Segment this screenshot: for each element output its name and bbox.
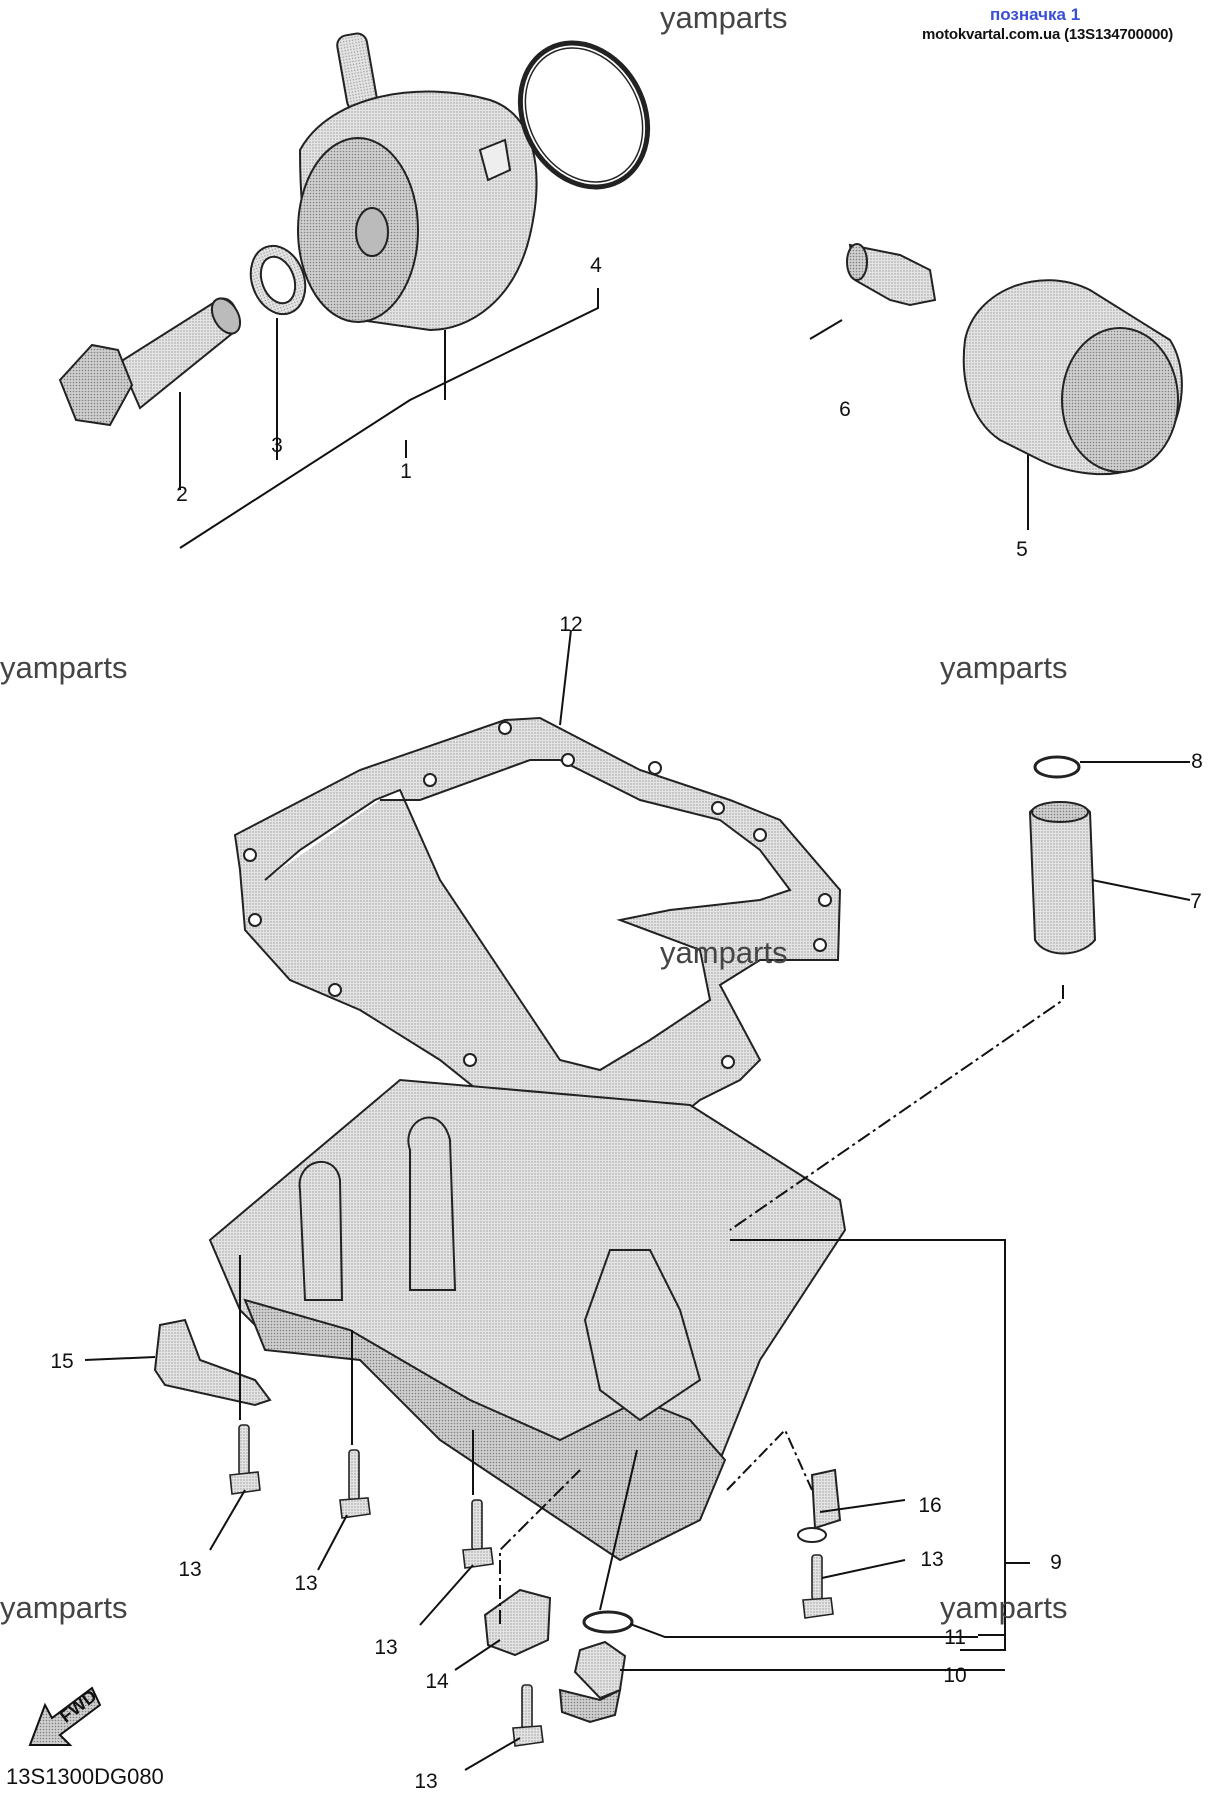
plate-part <box>483 1588 552 1657</box>
diagram-code: 13S1300DG080 <box>6 1764 164 1789</box>
callout-15: 15 <box>50 1350 74 1373</box>
leader-lines <box>84 288 1191 1771</box>
callout-5: 5 <box>1016 538 1028 561</box>
drain-washer-part <box>582 1610 634 1634</box>
large-o-ring-part <box>517 40 651 190</box>
oil-pan-part <box>208 1078 847 1562</box>
callout-13-c: 13 <box>374 1636 398 1659</box>
callout-2: 2 <box>176 483 188 506</box>
callout-14: 14 <box>425 1670 449 1693</box>
callout-8: 8 <box>1191 750 1203 773</box>
header-site: motokvartal.com.ua (13S134700000) <box>922 26 1174 43</box>
callout-6: 6 <box>839 398 851 421</box>
bracket-part <box>153 1318 272 1407</box>
watermark-left-mid: yamparts <box>0 650 128 685</box>
oil-pan-gasket-part <box>233 716 842 1142</box>
union-bolt-part <box>58 297 242 427</box>
forward-arrow-icon <box>28 1686 102 1746</box>
callout-11: 11 <box>944 1626 966 1649</box>
callout-13-d: 13 <box>920 1548 944 1571</box>
o-ring-small-part <box>1033 755 1081 779</box>
callout-12: 12 <box>559 613 583 636</box>
drain-plug-part <box>558 1640 627 1724</box>
callout-4: 4 <box>590 254 602 277</box>
watermark-center: yamparts <box>660 935 788 970</box>
bolt-parts <box>229 1424 834 1747</box>
callout-13-a: 13 <box>178 1558 202 1581</box>
callout-13-b: 13 <box>294 1572 318 1595</box>
watermark-right-low: yamparts <box>940 1590 1068 1625</box>
callout-1: 1 <box>400 460 412 483</box>
callout-16: 16 <box>918 1494 942 1517</box>
callout-9: 9 <box>1050 1551 1062 1574</box>
callout-7: 7 <box>1190 890 1202 913</box>
washer-part <box>249 244 307 316</box>
watermark-left-low: yamparts <box>0 1590 128 1625</box>
watermark-right-mid: yamparts <box>940 650 1068 685</box>
watermark-top: yamparts <box>660 0 788 35</box>
filter-fitting-part <box>846 243 937 307</box>
clip-part <box>797 1468 842 1543</box>
callout-13-e: 13 <box>414 1770 438 1793</box>
header-title: позначка 1 <box>990 5 1081 24</box>
strainer-part <box>1028 801 1097 955</box>
oil-filter-part <box>962 279 1183 476</box>
oil-cooler-part <box>297 32 538 332</box>
callout-3: 3 <box>271 434 283 457</box>
callout-10: 10 <box>943 1664 967 1687</box>
